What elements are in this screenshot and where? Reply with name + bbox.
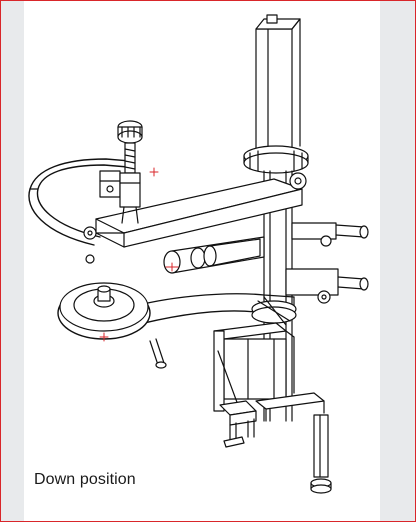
right-margin-strip xyxy=(380,1,415,521)
upper-bracket xyxy=(99,170,121,198)
vertical-column xyxy=(255,14,301,154)
base-feet xyxy=(219,392,325,448)
machine-illustration xyxy=(28,14,369,494)
bead-disc xyxy=(57,282,151,340)
mounting-head xyxy=(251,296,297,326)
lower-handle xyxy=(149,338,167,369)
adjustment-knob xyxy=(117,120,143,224)
curved-bow xyxy=(28,158,131,264)
figure-panel: Down position xyxy=(24,1,380,521)
figure-caption: Down position xyxy=(34,471,136,488)
right-levers xyxy=(285,222,369,304)
reference-markers xyxy=(99,167,179,342)
roller xyxy=(163,236,265,274)
left-margin-strip xyxy=(1,1,24,521)
upper-arm xyxy=(95,172,307,248)
lower-housing xyxy=(213,322,295,412)
stand-leg xyxy=(310,414,332,494)
column-collar xyxy=(243,145,309,174)
